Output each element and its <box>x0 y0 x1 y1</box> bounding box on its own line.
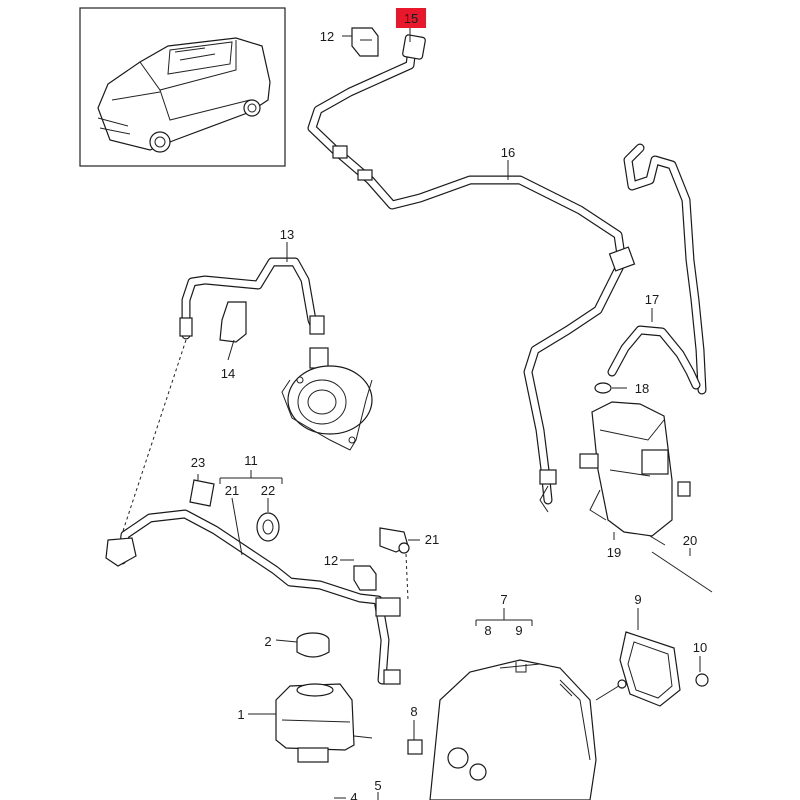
hose-13[interactable] <box>179 257 325 340</box>
gasket-9[interactable] <box>619 631 681 707</box>
callout-21-left[interactable]: 21 <box>225 483 239 498</box>
bolt-8[interactable] <box>407 739 423 755</box>
hose-connector <box>357 169 373 181</box>
callout-15-highlighted[interactable]: 15 <box>396 8 426 28</box>
hose-upper-right[interactable] <box>623 143 707 395</box>
leader-lines <box>197 28 701 800</box>
hose-11[interactable] <box>105 509 401 685</box>
callout-23[interactable]: 23 <box>191 455 205 470</box>
clip-12-lower[interactable] <box>353 565 377 591</box>
callout-4[interactable]: 4 <box>350 790 357 800</box>
callout-12-top[interactable]: 12 <box>320 29 334 44</box>
callout-16[interactable]: 16 <box>501 145 515 160</box>
nut-10[interactable] <box>695 673 709 687</box>
callout-20[interactable]: 20 <box>683 533 697 548</box>
hose-17[interactable] <box>607 325 701 390</box>
clamp-18[interactable] <box>594 382 612 394</box>
clip-12-top[interactable] <box>351 27 379 57</box>
callout-15-label: 15 <box>404 11 418 26</box>
vehicle-thumbnail <box>79 7 286 167</box>
callout-21-right[interactable]: 21 <box>425 532 439 547</box>
callout-12-lower[interactable]: 12 <box>324 553 338 568</box>
callout-8-group[interactable]: 8 <box>484 623 491 638</box>
brake-booster-7[interactable] <box>429 659 627 800</box>
callout-9-group[interactable]: 9 <box>515 623 522 638</box>
callout-19[interactable]: 19 <box>607 545 621 560</box>
callout-11[interactable]: 11 <box>244 453 258 468</box>
reservoir-1[interactable] <box>275 683 373 763</box>
pump-19[interactable] <box>579 401 691 537</box>
hose-clip <box>608 246 636 272</box>
gasket-23[interactable] <box>189 479 215 507</box>
callout-22[interactable]: 22 <box>261 483 275 498</box>
hose-connector <box>539 469 557 485</box>
cap-2[interactable] <box>296 632 330 658</box>
bracket-14[interactable] <box>219 301 247 343</box>
hose-16[interactable] <box>307 43 627 505</box>
callout-2[interactable]: 2 <box>264 634 271 649</box>
callout-5[interactable]: 5 <box>374 778 381 793</box>
callout-7[interactable]: 7 <box>500 592 507 607</box>
callout-13[interactable]: 13 <box>280 227 294 242</box>
hose-15-end[interactable] <box>402 34 426 60</box>
callout-17[interactable]: 17 <box>645 292 659 307</box>
callout-1[interactable]: 1 <box>237 707 244 722</box>
callout-14[interactable]: 14 <box>221 366 235 381</box>
sensor-21[interactable] <box>379 527 410 554</box>
grommet-22[interactable] <box>256 512 280 542</box>
callout-8[interactable]: 8 <box>410 704 417 719</box>
callout-9[interactable]: 9 <box>634 592 641 607</box>
vacuum-pump[interactable] <box>281 347 373 451</box>
callout-10[interactable]: 10 <box>693 640 707 655</box>
callout-18[interactable]: 18 <box>635 381 649 396</box>
hose-connector <box>332 145 348 159</box>
